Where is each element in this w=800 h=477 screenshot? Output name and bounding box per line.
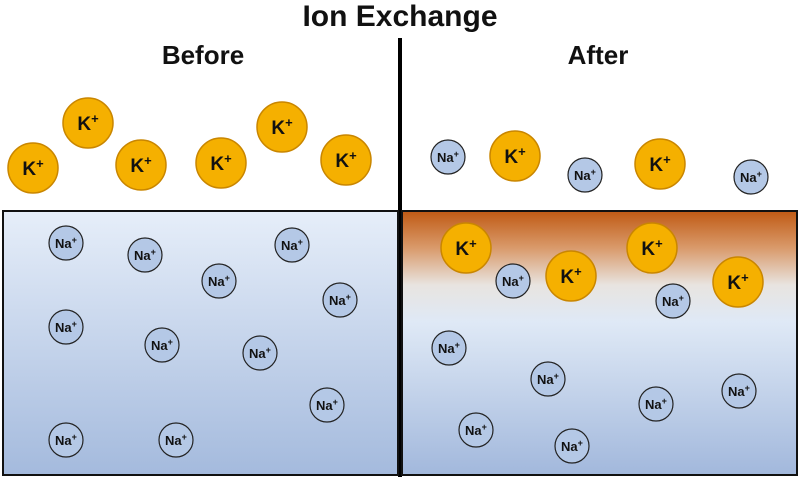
sodium-ion-circle <box>144 327 180 363</box>
sodium-ion-before-glass: Na+ <box>309 387 345 423</box>
potassium-ion-circle <box>712 256 764 308</box>
sodium-ion-label: Na+ <box>574 167 596 183</box>
sodium-ion-after-glass: Na+ <box>638 386 674 422</box>
sodium-ion-circle <box>48 225 84 261</box>
potassium-ion-circle <box>545 250 597 302</box>
potassium-ion-circle <box>320 134 372 186</box>
sodium-ion-circle <box>322 282 358 318</box>
potassium-ion-circle <box>440 222 492 274</box>
sodium-ion-label: Na+ <box>55 319 77 335</box>
potassium-ion-after-glass: K+ <box>545 250 597 302</box>
potassium-ion-before-solution: K+ <box>195 137 247 189</box>
sodium-ion-circle <box>655 283 691 319</box>
sodium-ion-circle <box>458 412 494 448</box>
sodium-ion-after-glass: Na+ <box>554 428 590 464</box>
sodium-ion-after-glass: Na+ <box>721 373 757 409</box>
potassium-ion-before-solution: K+ <box>256 101 308 153</box>
sodium-ion-before-glass: Na+ <box>274 227 310 263</box>
sodium-ion-label: Na+ <box>561 438 583 454</box>
sodium-ion-circle <box>158 422 194 458</box>
sodium-ion-after-glass: Na+ <box>431 330 467 366</box>
potassium-ion-after-glass: K+ <box>440 222 492 274</box>
sodium-ion-before-glass: Na+ <box>48 309 84 345</box>
sodium-ion-before-glass: Na+ <box>48 422 84 458</box>
sodium-ion-after-solution: Na+ <box>733 159 769 195</box>
ions-layer: K+K+K+K+K+K+Na+Na+Na+Na+Na+Na+Na+Na+Na+N… <box>7 97 769 464</box>
potassium-ion-after-solution: K+ <box>634 138 686 190</box>
sodium-ion-circle <box>431 330 467 366</box>
sodium-ion-after-glass: Na+ <box>458 412 494 448</box>
potassium-ion-circle <box>115 139 167 191</box>
potassium-ion-circle <box>195 137 247 189</box>
sodium-ion-label: Na+ <box>438 340 460 356</box>
sodium-ion-before-glass: Na+ <box>158 422 194 458</box>
potassium-ion-after-glass: K+ <box>712 256 764 308</box>
potassium-ion-circle <box>62 97 114 149</box>
sodium-ion-circle <box>309 387 345 423</box>
before-heading: Before <box>162 40 244 70</box>
sodium-ion-after-solution: Na+ <box>430 139 466 175</box>
sodium-ion-before-glass: Na+ <box>144 327 180 363</box>
sodium-ion-label: Na+ <box>281 237 303 253</box>
diagram-title: Ion Exchange <box>302 0 497 33</box>
sodium-ion-label: Na+ <box>165 432 187 448</box>
sodium-ion-label: Na+ <box>316 397 338 413</box>
sodium-ion-circle <box>48 422 84 458</box>
sodium-ion-label: Na+ <box>662 293 684 309</box>
sodium-ion-circle <box>430 139 466 175</box>
potassium-ion-before-solution: K+ <box>115 139 167 191</box>
sodium-ion-label: Na+ <box>151 337 173 353</box>
sodium-ion-circle <box>638 386 674 422</box>
sodium-ion-label: Na+ <box>502 273 524 289</box>
potassium-ion-before-solution: K+ <box>320 134 372 186</box>
sodium-ion-label: Na+ <box>329 292 351 308</box>
sodium-ion-label: Na+ <box>740 169 762 185</box>
potassium-ion-before-solution: K+ <box>62 97 114 149</box>
sodium-ion-label: Na+ <box>645 396 667 412</box>
sodium-ion-circle <box>495 263 531 299</box>
sodium-ion-label: Na+ <box>437 149 459 165</box>
sodium-ion-after-solution: Na+ <box>567 157 603 193</box>
potassium-ion-before-solution: K+ <box>7 142 59 194</box>
sodium-ion-circle <box>242 335 278 371</box>
sodium-ion-label: Na+ <box>465 422 487 438</box>
sodium-ion-circle <box>721 373 757 409</box>
sodium-ion-circle <box>48 309 84 345</box>
potassium-ion-circle <box>634 138 686 190</box>
potassium-ion-circle <box>7 142 59 194</box>
potassium-ion-circle <box>256 101 308 153</box>
sodium-ion-label: Na+ <box>208 273 230 289</box>
sodium-ion-circle <box>733 159 769 195</box>
potassium-ion-after-glass: K+ <box>626 222 678 274</box>
sodium-ion-before-glass: Na+ <box>201 263 237 299</box>
sodium-ion-before-glass: Na+ <box>127 237 163 273</box>
sodium-ion-label: Na+ <box>55 235 77 251</box>
sodium-ion-circle <box>274 227 310 263</box>
sodium-ion-circle <box>554 428 590 464</box>
sodium-ion-circle <box>567 157 603 193</box>
sodium-ion-circle <box>127 237 163 273</box>
sodium-ion-before-glass: Na+ <box>242 335 278 371</box>
potassium-ion-after-solution: K+ <box>489 130 541 182</box>
sodium-ion-after-glass: Na+ <box>530 361 566 397</box>
sodium-ion-label: Na+ <box>249 345 271 361</box>
sodium-ion-label: Na+ <box>134 247 156 263</box>
after-heading: After <box>568 40 629 70</box>
potassium-ion-circle <box>626 222 678 274</box>
sodium-ion-label: Na+ <box>728 383 750 399</box>
sodium-ion-circle <box>530 361 566 397</box>
sodium-ion-before-glass: Na+ <box>48 225 84 261</box>
sodium-ion-label: Na+ <box>537 371 559 387</box>
sodium-ion-after-glass: Na+ <box>495 263 531 299</box>
sodium-ion-circle <box>201 263 237 299</box>
sodium-ion-before-glass: Na+ <box>322 282 358 318</box>
potassium-ion-circle <box>489 130 541 182</box>
sodium-ion-label: Na+ <box>55 432 77 448</box>
sodium-ion-after-glass: Na+ <box>655 283 691 319</box>
